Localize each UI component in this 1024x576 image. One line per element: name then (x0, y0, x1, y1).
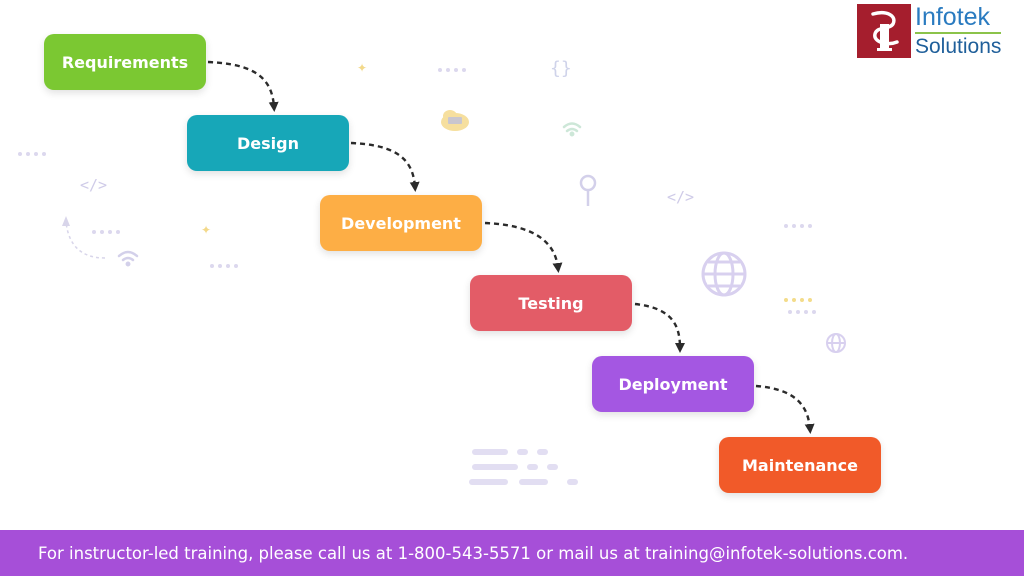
decor-arrow-head (62, 216, 70, 226)
logo-name: Infotek (915, 5, 1002, 34)
step-label: Maintenance (741, 455, 858, 475)
dots-icon (784, 224, 812, 228)
company-logo: Infotek Solutions (857, 3, 1019, 59)
step-testing: Testing (470, 275, 632, 331)
logo-mark-icon (857, 4, 911, 58)
step-label: Development (341, 213, 461, 233)
step-label: Deployment (618, 374, 728, 394)
background-decorations: </> </> {} ✦ ✦ (18, 58, 846, 485)
footer-banner: For instructor-led training, please call… (0, 530, 1024, 576)
dots-icon (18, 152, 46, 156)
globe-icon (701, 251, 747, 297)
globe-icon (826, 333, 846, 353)
text-lines-icon (469, 449, 578, 485)
step-label: Design (237, 133, 299, 153)
code-tag-icon: </> (80, 176, 107, 194)
sparkle-icon: ✦ (357, 61, 367, 75)
connector-arrow (350, 141, 420, 192)
connector-arrow (484, 221, 563, 273)
step-label: Testing (518, 293, 584, 313)
dots-icon (788, 310, 816, 314)
step-maintenance: Maintenance (719, 437, 881, 493)
curly-braces-icon: {} (550, 58, 572, 79)
wifi-icon (117, 250, 139, 267)
dots-icon (438, 68, 466, 72)
flow-connectors (207, 60, 815, 434)
dots-icon (92, 230, 120, 234)
footer-text: For instructor-led training, please call… (38, 543, 909, 563)
sparkle-icon: ✦ (201, 223, 211, 237)
connector-arrow (755, 384, 815, 434)
step-deployment: Deployment (592, 356, 754, 412)
wifi-icon (562, 122, 582, 137)
step-design: Design (187, 115, 349, 171)
dots-icon (210, 264, 238, 268)
connector-arrow (634, 302, 685, 353)
decor-arrow (65, 221, 106, 259)
dots-icon (784, 298, 812, 302)
code-tag-icon: </> (667, 188, 694, 206)
connector-arrow (207, 60, 279, 112)
logo-tagline: Solutions (915, 35, 1002, 58)
step-development: Development (320, 195, 482, 251)
search-icon (579, 174, 597, 206)
step-label: Requirements (61, 52, 189, 72)
step-requirements: Requirements (44, 34, 206, 90)
cloud-icon (441, 110, 469, 131)
